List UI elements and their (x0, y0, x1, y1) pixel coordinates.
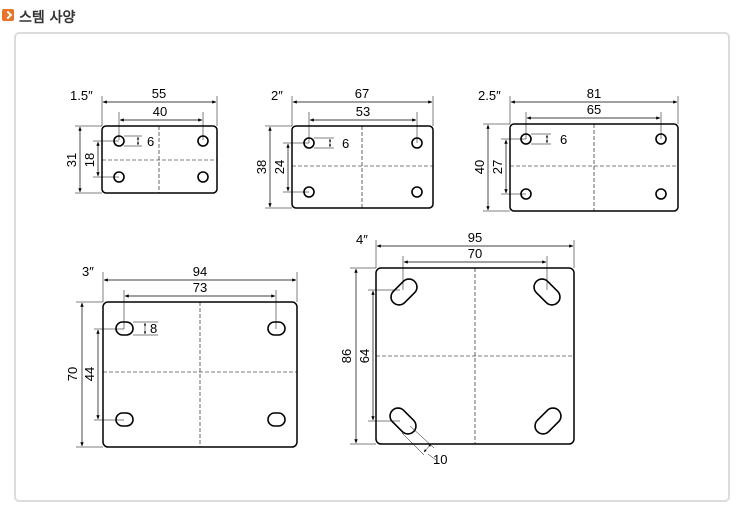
mount-hole (113, 171, 125, 183)
plate-4-inch (350, 240, 575, 461)
outer-height-label: 70 (65, 367, 80, 381)
mount-hole (303, 186, 315, 198)
outer-width-label: 94 (193, 264, 207, 279)
outer-width-label: 81 (587, 86, 601, 101)
plate-size-label: 4″ (356, 232, 368, 247)
plate-3-inch (76, 272, 298, 448)
mount-hole (655, 188, 667, 200)
inner-width-label: 53 (356, 104, 370, 119)
inner-height-label: 64 (357, 349, 372, 363)
mount-hole (655, 133, 667, 145)
inner-width-label: 73 (193, 280, 207, 295)
mount-slot (267, 321, 286, 336)
plate-size-label: 2″ (271, 88, 283, 103)
plate-outline (101, 125, 218, 194)
outer-width-label: 67 (355, 86, 369, 101)
plate-size-label: 1.5″ (70, 88, 93, 103)
mount-hole (197, 135, 209, 147)
inner-width-label: 40 (153, 104, 167, 119)
mount-hole (520, 133, 532, 145)
hole-diameter-label: 6 (147, 134, 154, 149)
mount-hole (197, 171, 209, 183)
outer-width-label: 55 (152, 86, 166, 101)
spec-panel (14, 32, 730, 502)
hole-diameter-label: 6 (560, 132, 567, 147)
inner-height-label: 27 (490, 160, 505, 174)
mount-slot (267, 412, 286, 427)
mount-slot (533, 278, 561, 306)
outer-height-label: 86 (339, 349, 354, 363)
outer-height-label: 31 (64, 153, 79, 167)
hole-diameter-label: 8 (150, 321, 157, 336)
mount-slot (534, 407, 562, 435)
mount-hole (303, 137, 315, 149)
chevron-right-icon (2, 9, 14, 21)
section-title: 스템 사양 (19, 10, 76, 26)
mount-hole (113, 135, 125, 147)
inner-height-label: 18 (82, 153, 97, 167)
hole-diameter-label: 6 (342, 136, 349, 151)
plate-size-label: 3″ (82, 264, 94, 279)
inner-height-label: 24 (272, 160, 287, 174)
outer-height-label: 40 (472, 160, 487, 174)
plate-1-5-inch (75, 96, 218, 194)
inner-width-label: 65 (587, 102, 601, 117)
mount-hole (411, 186, 423, 198)
plate-2-5-inch (483, 96, 679, 212)
mount-slot (115, 321, 134, 336)
outer-width-label: 95 (468, 230, 482, 245)
plate-outline (291, 125, 434, 209)
mount-slot (115, 412, 134, 427)
plate-size-label: 2.5″ (478, 88, 501, 103)
mount-slot (389, 407, 417, 435)
inner-width-label: 70 (468, 246, 482, 261)
mount-slot (390, 278, 418, 306)
inner-height-label: 44 (82, 367, 97, 381)
outer-height-label: 38 (254, 160, 269, 174)
section-header: 스템 사양 (0, 0, 745, 28)
hole-diameter-label: 10 (433, 452, 447, 467)
mount-hole (411, 137, 423, 149)
plate-2-inch (265, 96, 434, 209)
mount-hole (520, 188, 532, 200)
